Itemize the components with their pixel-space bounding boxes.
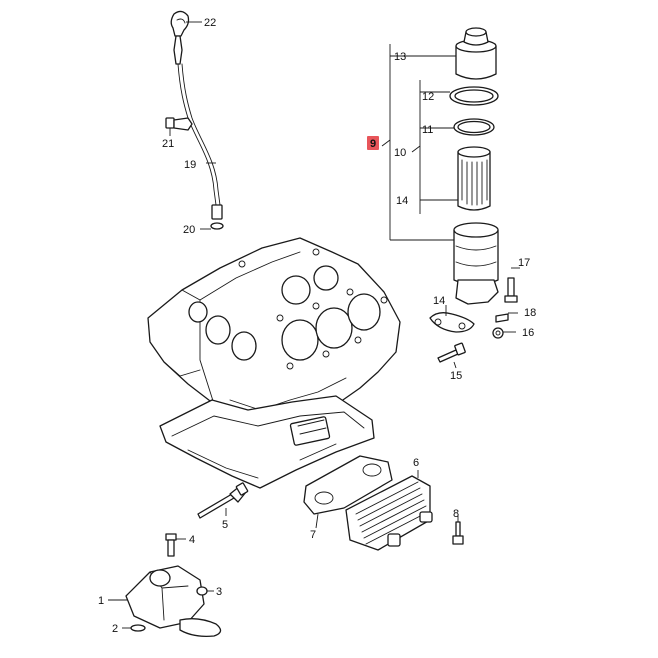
callout-2: 2 [112, 623, 118, 635]
callout-4: 4 [189, 534, 195, 546]
callout-21: 21 [162, 138, 174, 150]
oil-sensor: 5 [197, 482, 249, 531]
callout-14-lower: 14 [433, 295, 445, 307]
callout-5: 5 [222, 519, 228, 531]
callout-22: 22 [204, 17, 216, 29]
callout-9-highlight [367, 136, 379, 150]
callout-3: 3 [216, 586, 222, 598]
oil-pan [159, 395, 375, 489]
callout-14-upper: 14 [396, 195, 408, 207]
callout-19: 19 [184, 159, 196, 171]
callout-7: 7 [310, 529, 316, 541]
oil-cooler-assembly: 7 6 8 [303, 455, 464, 551]
callout-6: 6 [413, 457, 419, 469]
callout-1: 1 [98, 595, 104, 607]
engine-block [147, 237, 401, 425]
callout-20: 20 [183, 224, 195, 236]
callout-9: 9 [370, 138, 376, 150]
callout-10: 10 [394, 147, 406, 159]
oil-filter-assembly: 9 13 12 11 10 14 14 15 16 17 18 [367, 27, 536, 382]
dipstick-assembly: 22 21 19 20 [162, 10, 224, 236]
callout-15: 15 [450, 370, 462, 382]
callout-18: 18 [524, 307, 536, 319]
callout-13: 13 [394, 51, 406, 63]
oil-pump-assembly: 1 2 3 4 [98, 533, 222, 638]
callout-17: 17 [518, 257, 530, 269]
callout-16: 16 [522, 327, 534, 339]
callout-8: 8 [453, 508, 459, 520]
callout-12: 12 [422, 91, 434, 103]
callout-11: 11 [422, 124, 433, 136]
